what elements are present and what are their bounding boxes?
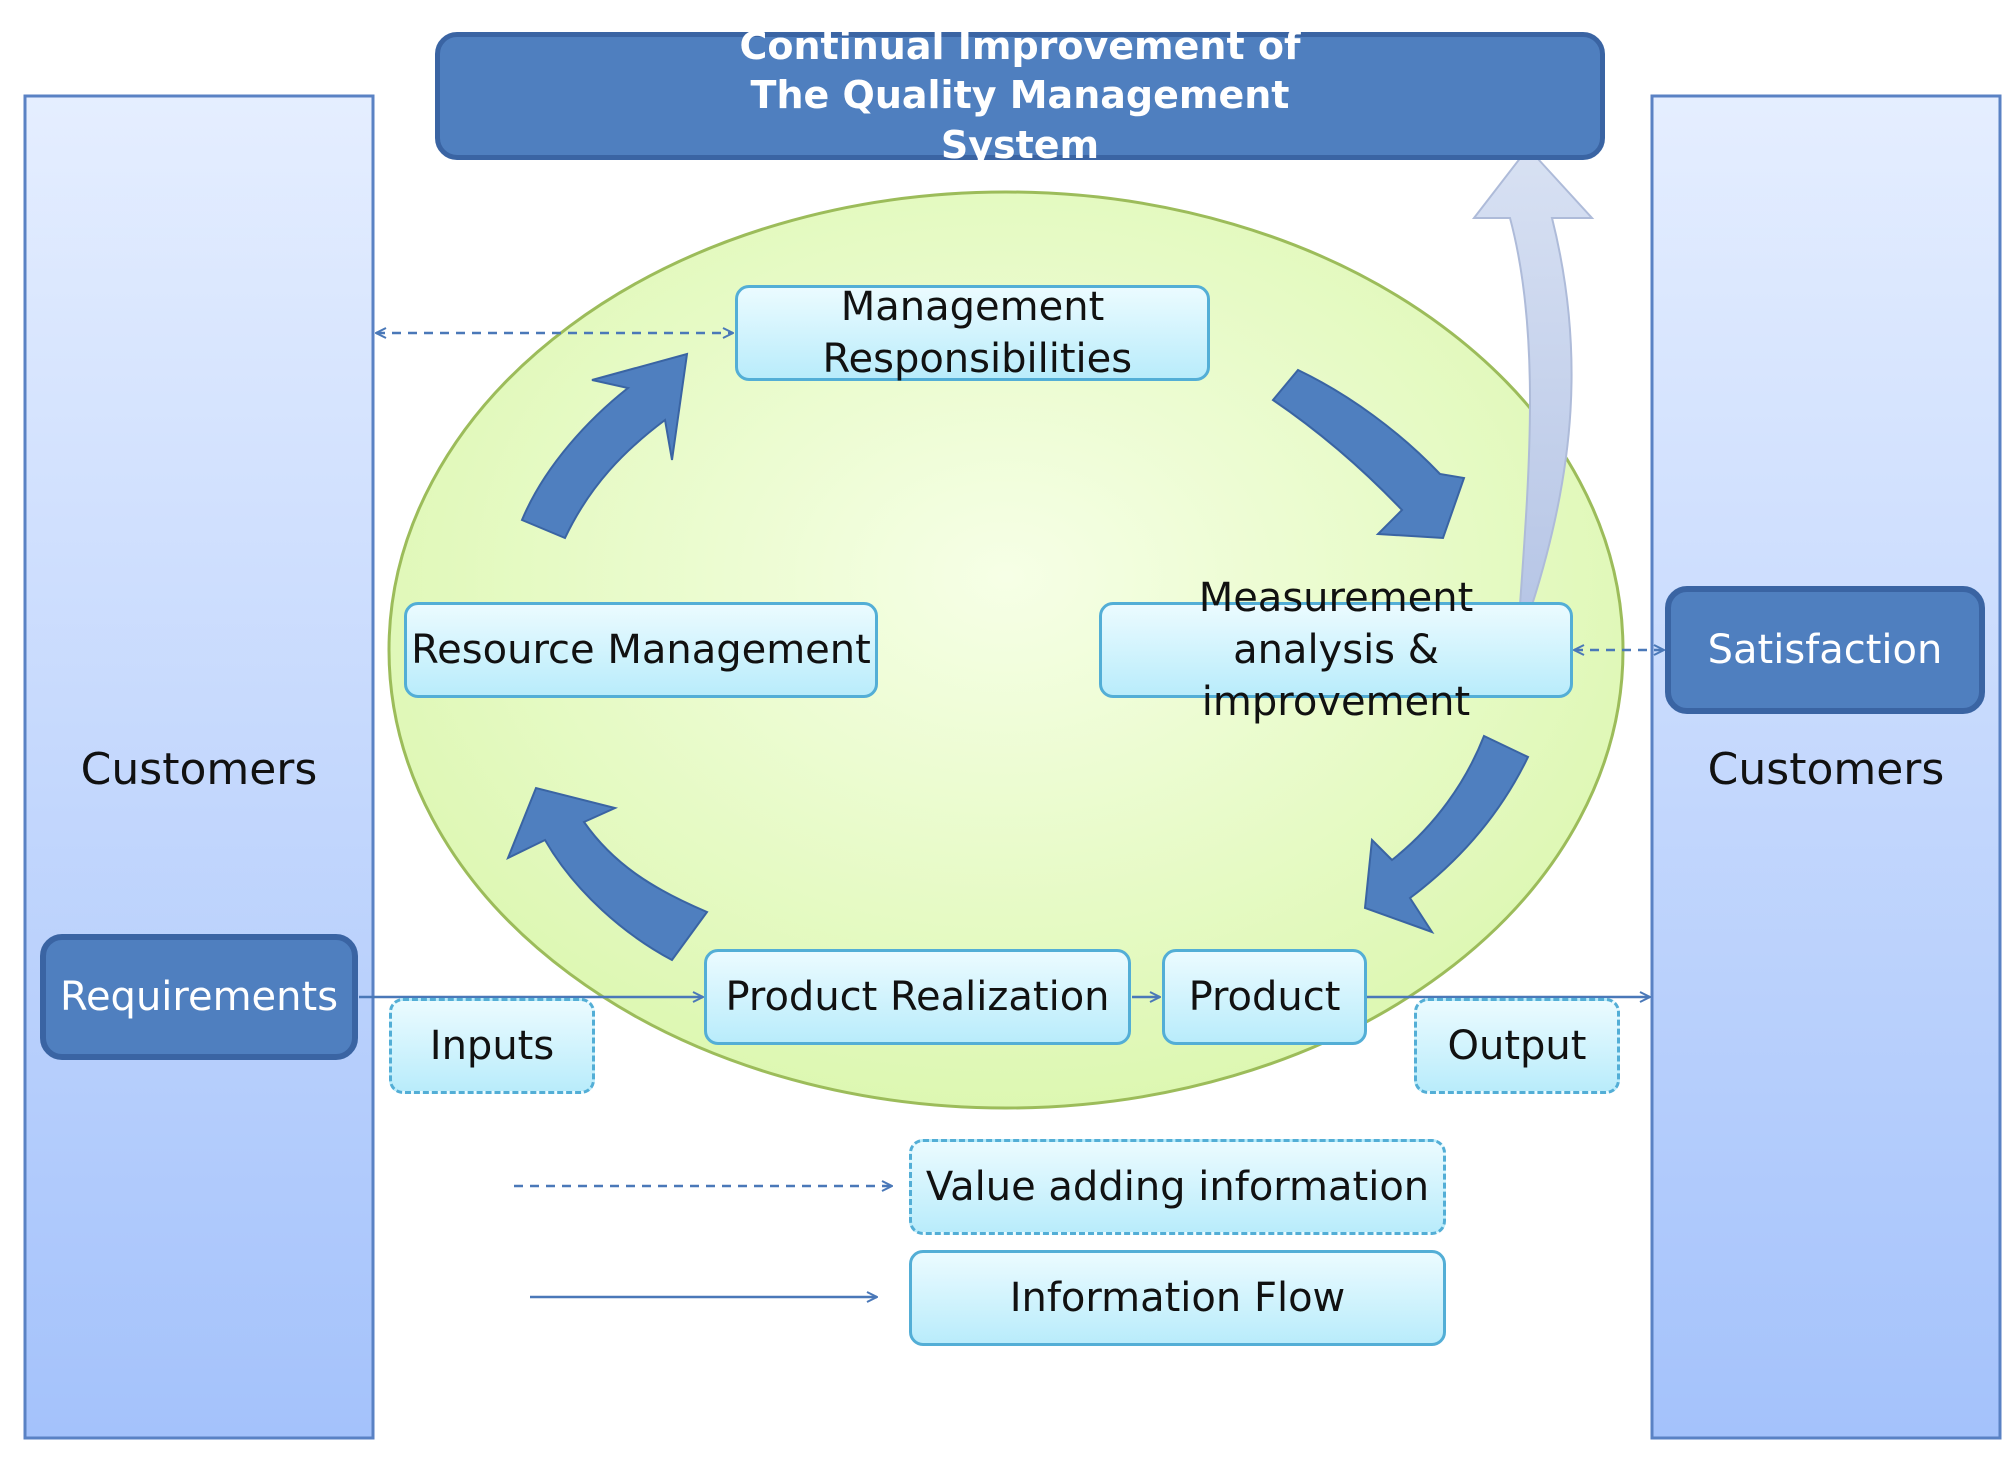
cycle-arrow-realization-to-resource xyxy=(506,786,709,962)
requirements-badge: Requirements xyxy=(40,934,358,1060)
output-label: Output xyxy=(1414,998,1620,1094)
product-box: Product xyxy=(1162,949,1367,1045)
legend-value-adding-box: Value adding information xyxy=(909,1139,1446,1235)
resource-management-box: Resource Management xyxy=(404,602,878,698)
product-realization-box: Product Realization xyxy=(704,949,1131,1045)
inputs-label: Inputs xyxy=(389,998,595,1094)
cycle-arrow-management-to-measurement xyxy=(1271,368,1466,540)
measurement-analysis-label: Measurement analysis & improvement xyxy=(1198,575,1474,725)
right-customers-panel xyxy=(1650,94,2002,1440)
left-customers-label: Customers xyxy=(80,744,318,796)
improvement-arrow xyxy=(1471,146,1595,606)
right-customers-label: Customers xyxy=(1707,744,1945,796)
cycle-arrow-resource-to-management xyxy=(520,352,689,540)
diagram-title-text: Continual Improvement of The Quality Man… xyxy=(739,23,1301,167)
management-responsibilities-box: Management Responsibilities xyxy=(735,284,1210,382)
legend-information-flow-box: Information Flow xyxy=(909,1250,1446,1346)
satisfaction-badge: Satisfaction xyxy=(1665,586,1985,714)
diagram-title: Continual Improvement of The Quality Man… xyxy=(435,24,1605,167)
management-responsibilities-label: Management Responsibilities xyxy=(822,284,1133,382)
cycle-arrow-measurement-to-product xyxy=(1363,734,1530,934)
measurement-analysis-box: Measurement analysis & improvement xyxy=(1099,575,1573,725)
left-customers-panel xyxy=(23,94,375,1440)
cycle-arrows xyxy=(506,352,1530,962)
